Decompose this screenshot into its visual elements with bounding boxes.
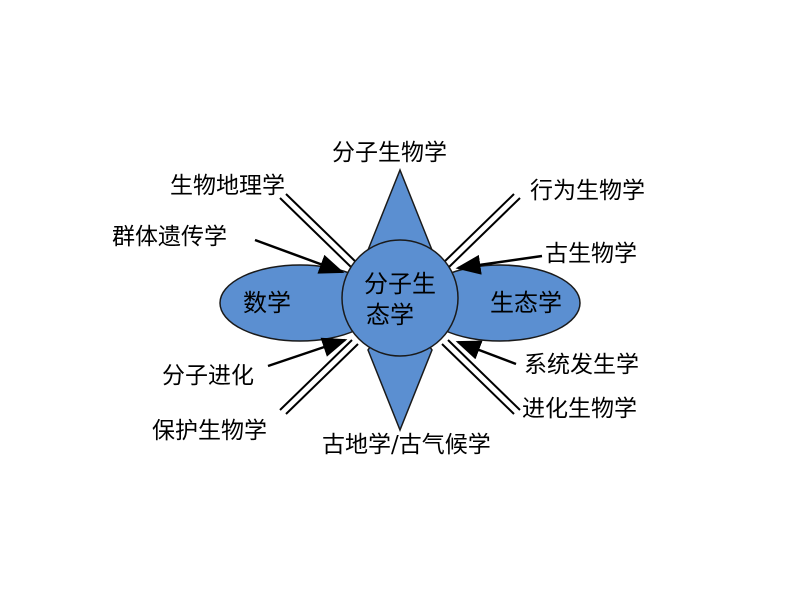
label-arrow-upper-left: 群体遗传学 (112, 224, 227, 250)
label-star-bottom: 古地学/古气候学 (322, 432, 491, 458)
arrow-lower-left (267, 337, 348, 368)
label-bottom-right: 进化生物学 (522, 396, 637, 422)
label-center-line1: 分子生 (364, 270, 436, 298)
arrow-lower-right (455, 340, 517, 366)
label-star-top: 分子生物学 (332, 140, 447, 166)
arrow-upper-right (455, 254, 543, 275)
label-top-left: 生物地理学 (170, 173, 285, 199)
label-ellipse-left: 数学 (243, 289, 291, 317)
label-arrow-lower-left: 分子进化 (162, 363, 254, 389)
arrow-upper-left (254, 238, 345, 274)
label-arrow-upper-right: 古生物学 (545, 241, 637, 267)
label-center-line2: 态学 (366, 301, 414, 329)
label-ellipse-right: 生态学 (490, 289, 562, 317)
label-arrow-lower-right: 系统发生学 (524, 352, 639, 378)
parallel-line-bottom-left (279, 339, 359, 415)
label-top-right: 行为生物学 (530, 178, 645, 204)
parallel-line-top-left (279, 193, 359, 269)
parallel-line-top-right (441, 193, 521, 269)
label-bottom-left: 保护生物学 (152, 418, 267, 444)
center-circle (341, 239, 459, 357)
